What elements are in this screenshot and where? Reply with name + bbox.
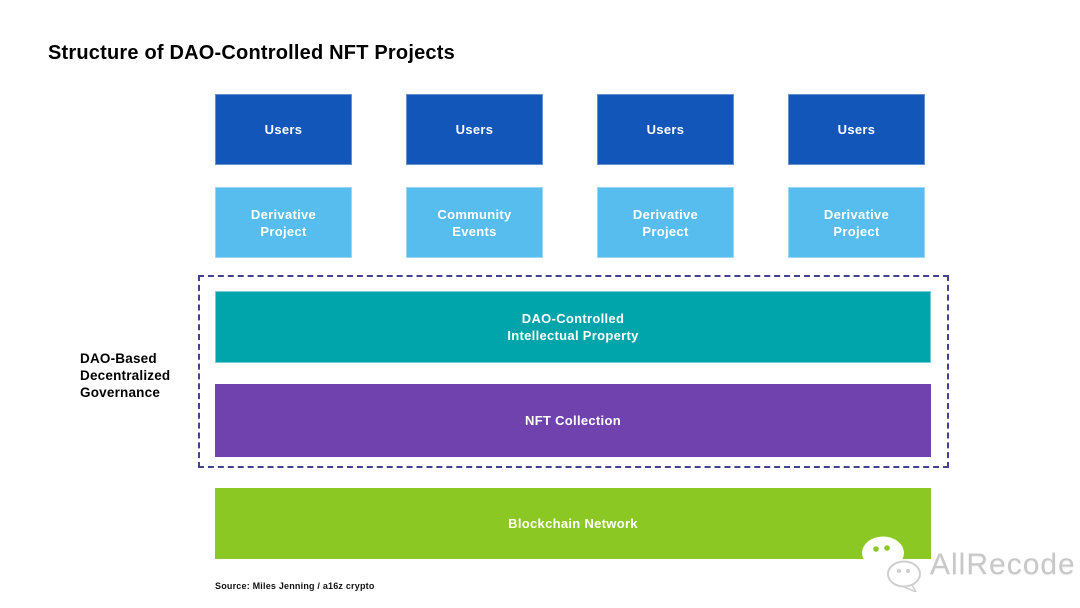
- governance-label-line: DAO-Based: [80, 351, 157, 366]
- box-label-line: Project: [642, 223, 689, 239]
- source-note: Source: Miles Jenning / a16z crypto: [215, 581, 375, 591]
- box-label-line: Derivative: [632, 206, 699, 222]
- governance-label-line: Governance: [80, 385, 161, 400]
- brand-name: AllRecode: [930, 548, 1076, 581]
- users-box-label: Users: [646, 122, 685, 137]
- box-label-line: Events: [452, 223, 497, 239]
- derivative-project-box: Derivative Project: [215, 187, 352, 258]
- community-events-box: Community Events: [406, 187, 543, 258]
- derivative-project-box: Derivative Project: [788, 187, 925, 258]
- box-label: Blockchain Network: [508, 516, 638, 531]
- brand-watermark: AllRecode: [856, 534, 1075, 592]
- users-box: Users: [788, 94, 925, 165]
- nft-collection-box: NFT Collection: [215, 384, 931, 457]
- governance-label-line: Decentralized: [80, 368, 171, 383]
- box-label-line: Derivative: [250, 206, 317, 222]
- box-label-line: Project: [833, 223, 880, 239]
- users-box: Users: [406, 94, 543, 165]
- users-box-label: Users: [455, 122, 494, 137]
- page-title: Structure of DAO-Controlled NFT Projects: [48, 42, 455, 64]
- governance-label: DAO-Based Decentralized Governance: [80, 350, 170, 401]
- wechat-speech-bubbles-icon: [862, 536, 921, 592]
- box-label-line: Intellectual Property: [507, 328, 639, 343]
- derivative-project-box: Derivative Project: [597, 187, 734, 258]
- box-label-line: DAO-Controlled: [521, 311, 625, 326]
- box-label: NFT Collection: [525, 413, 621, 428]
- box-label-line: Project: [260, 223, 307, 239]
- blockchain-network-box: Blockchain Network: [215, 488, 931, 559]
- dao-ip-box: DAO-Controlled Intellectual Property: [215, 291, 931, 363]
- users-box: Users: [215, 94, 352, 165]
- box-label-line: Community: [437, 206, 512, 222]
- governance-group-outline: [198, 275, 949, 468]
- users-box: Users: [597, 94, 734, 165]
- users-box-label: Users: [837, 122, 876, 137]
- users-box-label: Users: [264, 122, 303, 137]
- box-label-line: Derivative: [823, 206, 890, 222]
